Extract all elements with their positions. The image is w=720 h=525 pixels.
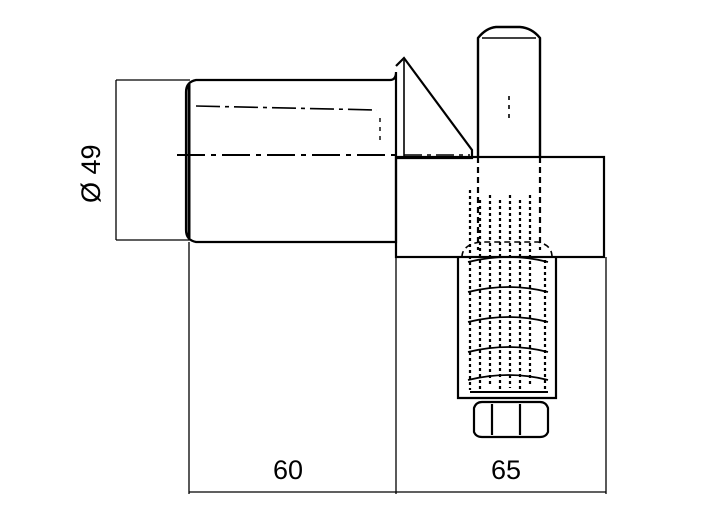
diameter-dimension bbox=[115, 79, 190, 241]
hex-nut bbox=[472, 400, 550, 439]
cylinder-edge-line bbox=[195, 105, 378, 111]
thread-hatching bbox=[468, 190, 547, 390]
length-dimensions bbox=[188, 242, 607, 494]
pin-outline bbox=[476, 25, 542, 157]
flange-outline bbox=[395, 56, 474, 160]
threaded-housing bbox=[456, 190, 558, 400]
housing-outline bbox=[456, 257, 558, 400]
cylinder-outline bbox=[184, 71, 398, 244]
cylinder-body bbox=[177, 71, 398, 244]
plunger-pin bbox=[476, 25, 542, 250]
nut-outline bbox=[472, 400, 550, 439]
housing-inner-shoulder bbox=[461, 241, 553, 258]
diameter-label: Ø 49 bbox=[76, 144, 106, 203]
left-length-label: 60 bbox=[273, 455, 303, 485]
sloped-flange bbox=[395, 56, 474, 160]
spring-coils bbox=[467, 256, 549, 381]
right-length-label: 65 bbox=[491, 455, 521, 485]
